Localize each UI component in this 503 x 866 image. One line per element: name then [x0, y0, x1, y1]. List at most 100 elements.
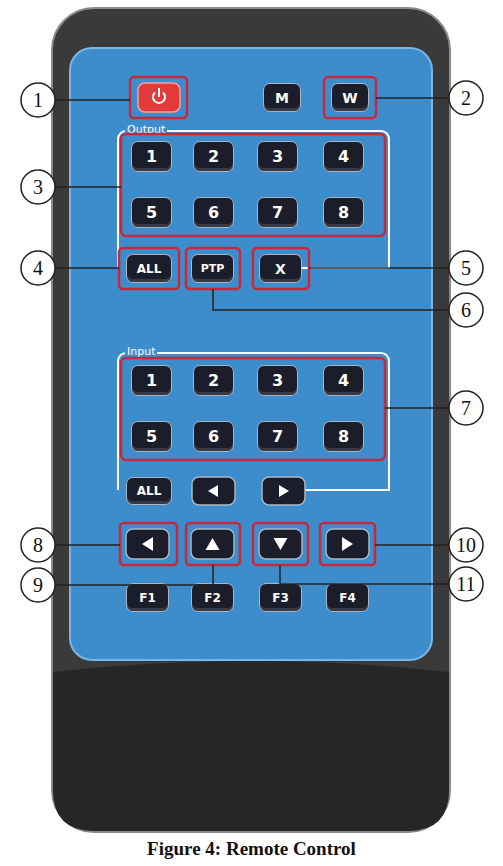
- arrow-icon: [342, 537, 353, 551]
- leader-line: [376, 97, 449, 99]
- highlight-box: [186, 523, 240, 565]
- leader-line: [375, 544, 449, 546]
- leader-line: [309, 267, 449, 269]
- remote-button: M: [263, 83, 301, 112]
- highlight-box: [121, 358, 385, 460]
- arrow-button: [259, 529, 302, 559]
- callout-number: 8: [21, 528, 55, 562]
- power-icon: [158, 88, 160, 97]
- callout-circle: [449, 567, 483, 601]
- button-label: 2: [208, 147, 219, 166]
- input-frame-line: [305, 489, 390, 491]
- leader-lines: [55, 98, 449, 585]
- arrow-button: [262, 477, 305, 505]
- button-label: 6: [208, 203, 219, 222]
- highlight-box: [253, 523, 308, 565]
- button-label: 4: [338, 147, 349, 166]
- remote-button: 1: [131, 365, 172, 396]
- remote-button: F1: [126, 583, 169, 612]
- callout-number: 4: [21, 251, 55, 285]
- remote-button: 7: [257, 421, 298, 452]
- highlight-boxes: [119, 77, 385, 565]
- arrow-button: [192, 477, 235, 505]
- callout-circle: [21, 568, 55, 602]
- group-label: Input: [125, 345, 157, 359]
- remote-button: 2: [193, 365, 234, 396]
- button-label: 6: [208, 427, 219, 446]
- callout-circle: [449, 528, 483, 562]
- button-label: W: [342, 90, 357, 106]
- highlight-box: [119, 248, 179, 289]
- button-label: F4: [339, 591, 356, 605]
- button-label: F1: [139, 591, 156, 605]
- callout-number: 10: [449, 528, 483, 562]
- leader-line: [55, 565, 213, 585]
- button-label: M: [275, 90, 289, 106]
- button-label: 3: [272, 147, 283, 166]
- remote-button: 5: [131, 197, 172, 228]
- callout-circle: [21, 83, 55, 117]
- arrow-icon: [206, 538, 220, 550]
- remote-button: 4: [323, 365, 364, 396]
- arrow-button: [191, 529, 234, 559]
- button-label: X: [275, 261, 286, 277]
- remote-button: W: [331, 83, 369, 112]
- leader-line: [280, 565, 449, 584]
- callout-circle: [449, 391, 483, 425]
- highlight-box: [120, 523, 177, 565]
- remote-button: 8: [323, 197, 364, 228]
- remote-button: ALL: [126, 254, 172, 283]
- button-label: 1: [146, 147, 157, 166]
- remote-grip: [53, 661, 449, 831]
- button-label: F3: [272, 591, 289, 605]
- remote-button: 8: [323, 421, 364, 452]
- button-label: 7: [272, 203, 283, 222]
- highlight-box: [186, 248, 240, 289]
- button-group-frame: Input12345678ALL: [117, 352, 390, 490]
- leader-line: [55, 544, 120, 546]
- button-group-frame: Output12345678ALLPTPX: [117, 130, 390, 268]
- button-label: 5: [146, 203, 157, 222]
- button-label: ALL: [137, 262, 162, 276]
- button-label: 3: [272, 371, 283, 390]
- callout-circle: [449, 293, 483, 327]
- remote-button: F2: [191, 583, 234, 612]
- remote-shell: [52, 8, 450, 832]
- callout-number: 2: [449, 81, 483, 115]
- leader-line: [213, 289, 449, 310]
- leader-line: [385, 407, 449, 409]
- callout-number: 11: [449, 567, 483, 601]
- highlight-box: [121, 134, 385, 236]
- arrow-icon: [208, 485, 218, 497]
- remote-button: 6: [193, 197, 234, 228]
- remote-button: 6: [193, 421, 234, 452]
- remote-button: PTP: [191, 254, 234, 283]
- remote-button: 2: [193, 141, 234, 172]
- leader-line: [55, 186, 121, 188]
- callout-number: 9: [21, 568, 55, 602]
- button-label: 7: [272, 427, 283, 446]
- group-label: Output: [125, 123, 167, 137]
- leader-line: [55, 267, 119, 269]
- arrow-button: [326, 529, 369, 559]
- highlight-box: [253, 248, 309, 289]
- remote-button: F3: [259, 583, 302, 612]
- callout-circle: [21, 251, 55, 285]
- arrow-icon: [142, 537, 153, 551]
- callout-number: 3: [21, 170, 55, 204]
- remote-button: 1: [131, 141, 172, 172]
- callout-number: 6: [449, 293, 483, 327]
- button-label: 5: [146, 427, 157, 446]
- callout-number: 1: [21, 83, 55, 117]
- remote-button: 3: [257, 365, 298, 396]
- arrow-icon: [279, 485, 289, 497]
- remote-button: 3: [257, 141, 298, 172]
- remote-button: 4: [323, 141, 364, 172]
- leader-line: [55, 99, 130, 101]
- button-label: F2: [204, 591, 221, 605]
- button-label: 8: [338, 427, 349, 446]
- remote-button: 5: [131, 421, 172, 452]
- output-frame-line: [302, 267, 390, 269]
